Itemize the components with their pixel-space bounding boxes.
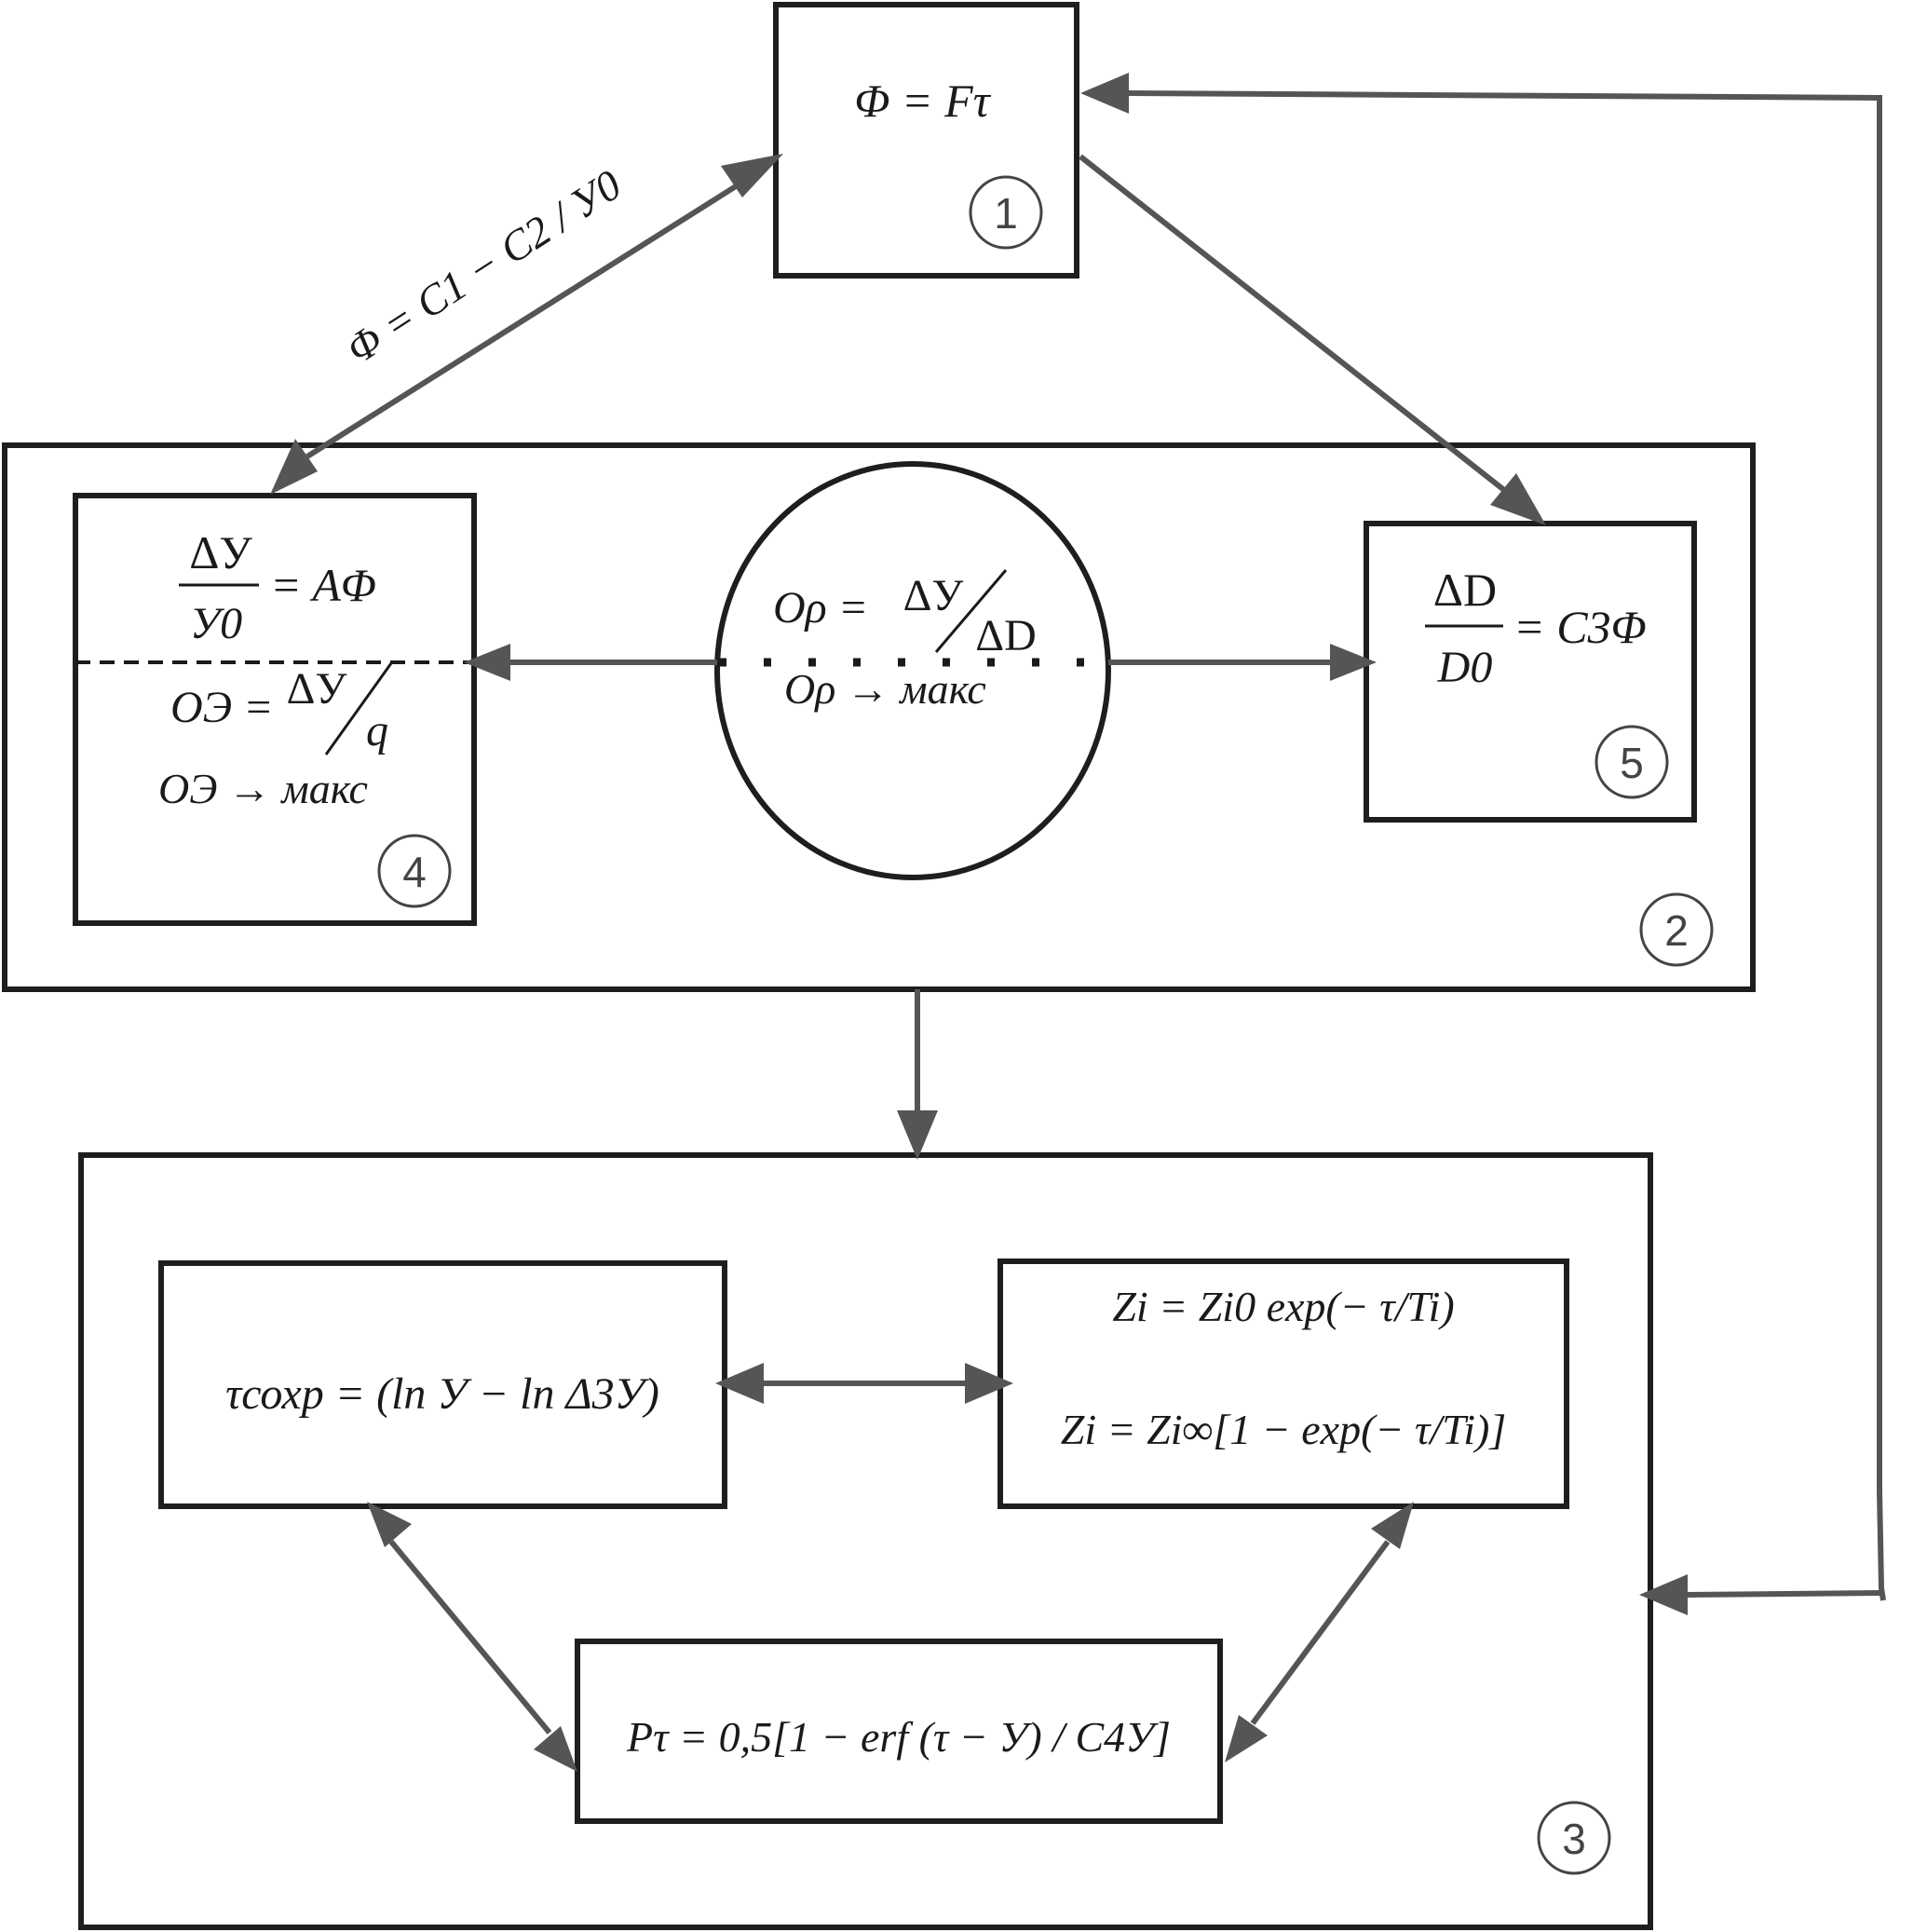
- circle-orho-den: ΔD: [975, 611, 1037, 660]
- link-1-4-formula: Φ = C1 − C2 / У0: [338, 160, 630, 373]
- box-4-frac-num: ΔУ: [189, 526, 252, 578]
- box-4-oe-slash: [324, 662, 393, 755]
- box-p: [575, 1639, 1223, 1824]
- box-z-line1: Zi = Zi0 exp(− τ/Ti): [1112, 1283, 1454, 1330]
- arrow-tau-z: [715, 1363, 1013, 1404]
- box-1-number-circle: [969, 175, 1043, 250]
- box-3-number: 3: [1562, 1815, 1586, 1863]
- central-circle: [714, 461, 1111, 880]
- arrow-circle-box5: [1108, 644, 1377, 681]
- box-p-formula: Pτ = 0,5[1 − erf (τ − У) / C4У]: [626, 1713, 1171, 1761]
- arrow-circle-box4: [464, 644, 717, 681]
- box-4-oe-den: q: [366, 706, 388, 755]
- box-1-formula: Φ = Fτ: [854, 75, 991, 127]
- box-1: [773, 2, 1079, 279]
- box-4-oe-num: ΔУ: [287, 664, 347, 714]
- box-tau-formula: τсохр = (ln У − ln Δ3У): [225, 1369, 659, 1419]
- circle-orho-max: Oρ → макс: [784, 665, 986, 713]
- circle-orho-left: Oρ =: [773, 583, 868, 633]
- box-5-frac-den: D0: [1437, 643, 1493, 692]
- box-5-number: 5: [1620, 739, 1644, 787]
- arrow-box2-box3: [897, 989, 938, 1160]
- box-4-rhs: = AΦ: [270, 559, 376, 611]
- box-5: [1364, 521, 1697, 823]
- arrow-feedback-box3-box1: [1080, 73, 1886, 1601]
- box-z-line2: Zi = Zi∞[1 − exp(− τ/Ti)]: [1061, 1406, 1507, 1453]
- box-2-number: 2: [1664, 906, 1689, 955]
- box-2-number-circle: [1639, 892, 1714, 967]
- box-4-oe-max: OЭ → макс: [158, 765, 368, 812]
- arrow-feedback-into-box3: [1639, 1574, 1882, 1615]
- box-3: [78, 1152, 1653, 1930]
- box-1-number: 1: [994, 189, 1018, 238]
- arrow-tau-p: [367, 1502, 577, 1772]
- arrow-box1-box5: [1079, 154, 1546, 525]
- circle-orho-num: ΔУ: [903, 571, 964, 620]
- box-4-oe-left: OЭ =: [170, 683, 273, 732]
- box-5-rhs: = C3Φ: [1513, 601, 1647, 653]
- box-4-number: 4: [402, 848, 427, 896]
- box-4-number-circle: [377, 834, 452, 908]
- box-4-frac-den: У0: [190, 599, 242, 648]
- box-3-number-circle: [1537, 1801, 1611, 1875]
- box-4: [73, 493, 477, 926]
- box-5-number-circle: [1595, 725, 1669, 799]
- circle-orho-slash: [934, 569, 1008, 653]
- arrow-z-p: [1225, 1502, 1414, 1762]
- arrow-box1-box4: [270, 154, 783, 495]
- box-5-frac-num: ΔD: [1433, 564, 1497, 616]
- box-2: [2, 442, 1756, 992]
